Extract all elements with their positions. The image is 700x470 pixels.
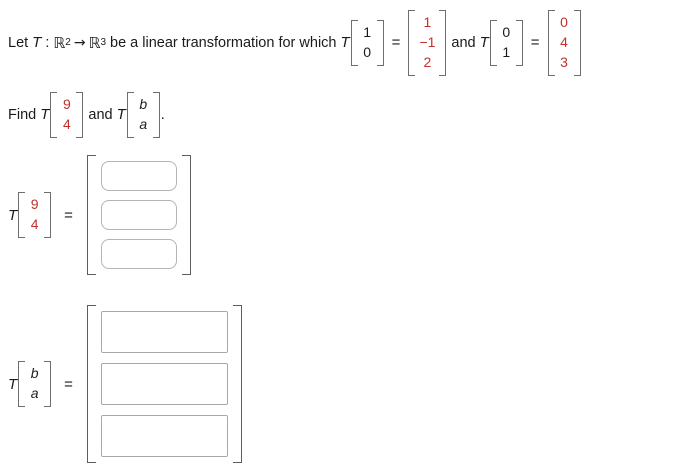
- task-line: Find T 9 4 and T b a .: [8, 92, 165, 138]
- transform-symbol: T: [32, 34, 42, 52]
- bracket-right: [44, 361, 52, 407]
- domain-exponent: 2: [65, 37, 71, 49]
- given-1-operator: T: [340, 34, 350, 52]
- answer-2-field-1[interactable]: [100, 311, 228, 353]
- answer-2-output-bracket: [86, 305, 242, 463]
- answer-2-equals: =: [64, 375, 73, 393]
- given-1-input-vector: 1 0: [350, 19, 384, 66]
- vector-entries: 1 −1 2: [417, 10, 437, 76]
- vector-entries: 1 0: [360, 20, 375, 66]
- given-2-equals: =: [530, 34, 540, 52]
- answer-2-field-3[interactable]: [100, 415, 228, 457]
- bracket-left: [18, 361, 26, 407]
- answer-1-field-1[interactable]: [100, 161, 177, 191]
- vector-entry: 1: [423, 14, 432, 30]
- task-operator-2: T: [116, 106, 126, 124]
- task-vector-1: 9 4: [50, 92, 84, 138]
- vector-entries: 0 1: [499, 20, 514, 66]
- codomain-exponent: 3: [100, 37, 107, 49]
- domain-set: ℝ: [53, 33, 66, 52]
- answer-1-output-bracket: [86, 155, 191, 275]
- vector-entry: a: [139, 115, 148, 132]
- vector-entries: 0 4 3: [557, 10, 572, 76]
- vector-entry: 0: [560, 14, 568, 30]
- bracket-right: [76, 92, 84, 138]
- bracket-left: [86, 305, 96, 463]
- colon-symbol: :: [45, 34, 50, 51]
- given-1-output-vector: 1 −1 2: [408, 10, 447, 76]
- bracket-left: [86, 155, 96, 275]
- statement-lead: Let: [8, 34, 29, 51]
- bracket-right: [181, 155, 191, 275]
- bracket-left: [350, 19, 358, 66]
- vector-entries: 9 4: [27, 192, 42, 238]
- codomain-set: ℝ: [88, 33, 101, 52]
- vector-entry: 4: [62, 115, 71, 132]
- answer-2-field-2[interactable]: [100, 363, 228, 405]
- given-2-input-vector: 0 1: [489, 19, 523, 66]
- vector-entry: 9: [30, 196, 39, 213]
- bracket-left: [408, 10, 416, 76]
- vector-entry: 2: [423, 53, 432, 70]
- vector-entry: 1: [502, 43, 511, 60]
- vector-entry: 3: [560, 53, 568, 70]
- answer-1-field-3[interactable]: [100, 239, 177, 269]
- vector-entry: a: [30, 385, 39, 401]
- task-vector-2: b a: [126, 92, 160, 138]
- vector-entries: b a: [27, 361, 42, 407]
- vector-entry: b: [139, 96, 148, 112]
- vector-entry: 1: [363, 23, 372, 40]
- vector-entry: 0: [363, 43, 372, 60]
- bracket-left: [489, 19, 497, 66]
- vector-entry: 4: [560, 33, 568, 50]
- vector-entry: 9: [62, 96, 71, 112]
- bracket-right: [232, 305, 242, 463]
- bracket-right: [439, 10, 447, 76]
- answer-1-field-group: [100, 155, 177, 275]
- answer-2-operator: T: [8, 375, 18, 393]
- statement-conjunction: and: [451, 34, 476, 51]
- vector-entry: 0: [502, 23, 511, 40]
- answer-1-equals: =: [64, 206, 73, 224]
- vector-entry: b: [30, 365, 39, 382]
- task-lead: Find: [8, 106, 37, 123]
- vector-entry: 4: [30, 216, 39, 232]
- answer-2-input-vector: b a: [18, 361, 52, 407]
- bracket-right: [573, 10, 581, 76]
- answer-block-1: T 9 4 =: [8, 155, 191, 275]
- bracket-right: [515, 19, 523, 66]
- answer-block-2: T b a =: [8, 305, 242, 463]
- given-2-operator: T: [479, 34, 489, 52]
- vector-entries: b a: [136, 92, 151, 138]
- answer-1-operator: T: [8, 206, 18, 224]
- vector-entries: 9 4: [59, 92, 74, 138]
- given-1-equals: =: [391, 34, 401, 52]
- task-period: .: [160, 106, 165, 123]
- task-conjunction: and: [88, 106, 113, 123]
- given-2-output-vector: 0 4 3: [547, 10, 581, 76]
- vector-entry: −1: [419, 33, 436, 50]
- answer-1-field-2[interactable]: [100, 200, 177, 230]
- bracket-right: [376, 19, 384, 66]
- maps-to-arrow-icon: →: [73, 34, 86, 51]
- bracket-left: [18, 192, 26, 238]
- answer-1-input-vector: 9 4: [18, 192, 52, 238]
- bracket-right: [152, 92, 160, 138]
- answer-2-field-group: [100, 305, 228, 463]
- bracket-right: [44, 192, 52, 238]
- bracket-left: [547, 10, 555, 76]
- task-operator-1: T: [40, 106, 50, 124]
- bracket-left: [126, 92, 134, 138]
- statement-middle-text: be a linear transformation for which: [110, 34, 337, 51]
- bracket-left: [50, 92, 58, 138]
